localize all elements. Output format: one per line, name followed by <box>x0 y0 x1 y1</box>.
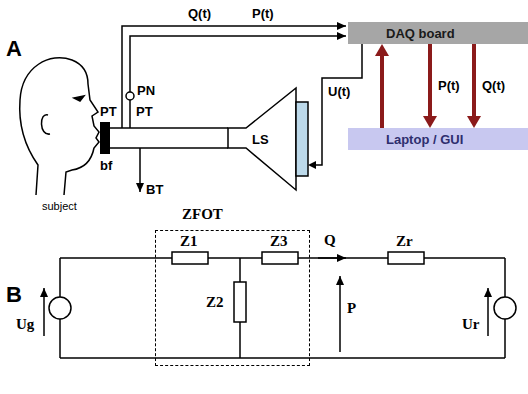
impedance-name: Z1 <box>180 233 198 250</box>
ear <box>41 115 50 134</box>
daq-board-box: DAQ board <box>348 22 528 44</box>
signal-name: Ug <box>16 316 34 333</box>
bias-tube <box>139 148 141 192</box>
circuit-wires <box>60 258 505 358</box>
loudspeaker-coil <box>296 102 308 176</box>
signal-name: P(t) <box>436 78 462 93</box>
bacterial-filter <box>100 122 110 154</box>
node-label: DAQ board <box>386 26 455 41</box>
voltage-source <box>494 297 516 319</box>
breathing-tube <box>110 147 228 149</box>
laptop-box: Laptop / GUI <box>348 128 528 150</box>
pressure-taps <box>122 26 346 128</box>
pneumotachograph <box>126 92 134 100</box>
breathing-tube <box>110 127 228 129</box>
data-arrow <box>428 44 432 116</box>
loudspeaker: LS <box>228 84 308 194</box>
signal-arrow <box>318 257 346 259</box>
eye <box>74 96 84 101</box>
signal-name: Ur <box>462 316 480 333</box>
part-name: PT <box>100 104 117 119</box>
impedance-name: Z3 <box>270 233 288 250</box>
signal-name: P <box>347 300 356 317</box>
subject-head <box>20 58 99 195</box>
impedance-symbol <box>172 252 208 264</box>
signal-arrow <box>43 288 45 336</box>
voltage-source <box>49 297 516 319</box>
signal-name: Q <box>324 232 336 249</box>
part-name: bf <box>100 158 112 173</box>
circuit-wires <box>59 319 61 358</box>
voltage-source <box>49 297 71 319</box>
circuit-wires <box>504 319 506 358</box>
circuit-wires <box>504 258 506 297</box>
pressure-taps <box>122 26 346 128</box>
signal-name: U(t) <box>326 84 352 99</box>
impedance-symbol <box>262 252 298 264</box>
impedance-symbol <box>172 252 424 322</box>
signal-name: P(t) <box>252 6 274 21</box>
impedance-symbol <box>234 282 246 322</box>
loudspeaker-cone <box>228 88 296 190</box>
head-outline <box>20 58 99 195</box>
signal-arrow <box>487 288 489 336</box>
circuit-wires <box>60 357 505 359</box>
node-label: LS <box>252 132 269 147</box>
data-arrow <box>380 56 384 128</box>
signal-arrow <box>44 258 488 352</box>
part-name: PT <box>136 104 153 119</box>
node-label: ZFOT <box>182 206 223 223</box>
pressure-taps <box>130 36 346 128</box>
impedance-name: Z2 <box>206 294 224 311</box>
part-name: subject <box>42 200 77 212</box>
signal-arrow <box>339 276 341 352</box>
part-name: BT <box>146 182 163 197</box>
circuit-wires <box>59 258 61 297</box>
impedance-name: Zr <box>396 233 413 250</box>
breathing-tube <box>110 128 228 148</box>
node-label: Laptop / GUI <box>386 132 463 147</box>
panel-letter: B <box>6 282 22 308</box>
impedance-symbol <box>388 252 424 264</box>
part-name: PN <box>137 83 155 98</box>
signal-name: Q(t) <box>188 6 211 21</box>
fot-impedance-box: ZFOT <box>155 230 310 366</box>
signal-name: Q(t) <box>480 78 507 93</box>
panel-letter: A <box>6 36 22 62</box>
data-arrow <box>472 44 476 116</box>
